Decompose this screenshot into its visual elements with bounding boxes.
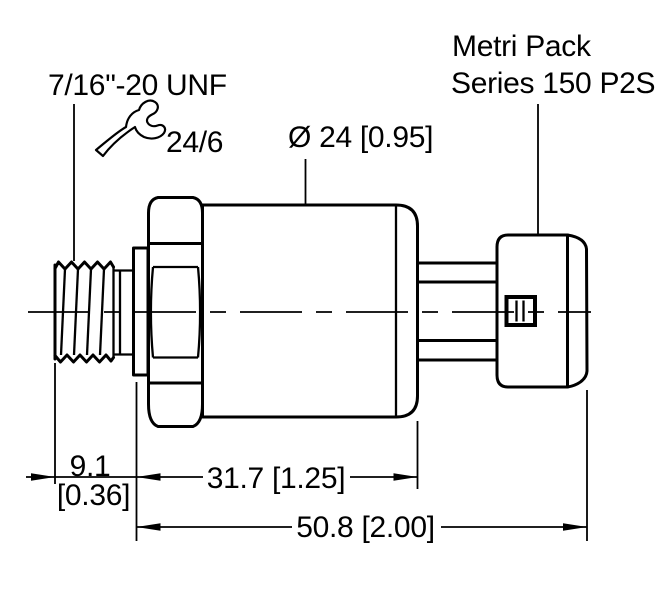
metri-pack-connector [495,233,589,389]
dimension-body-length [136,473,418,481]
thread-top-crests [53,260,115,271]
arrowhead [31,473,55,481]
arrowhead [393,473,418,481]
dim-overall-length: 50.8 [2.00] [296,511,434,544]
dim-body-length: 31.7 [1.25] [207,462,345,495]
connector-latch [504,295,537,327]
wrench-size-label: 24/6 [166,126,223,159]
hex-facet-arc-right [196,266,202,358]
connector-name-line2: Series 150 P2S [451,67,655,100]
leader-lines [73,104,539,261]
thread-spec-label: 7/16"-20 UNF [48,69,227,102]
dim-thread-length-mm: 9.1 [70,450,111,483]
body-diameter-label: Ø 24 [0.95] [288,121,433,154]
dimension-overall-length [136,523,587,531]
extension-lines [54,363,588,541]
body-outline [201,203,419,419]
connector-name-line1: Metri Pack [452,30,592,63]
wrench-icon [94,99,167,158]
connector-cap [566,233,589,389]
thread-bottom-crests [53,353,115,364]
connector-neck [416,261,499,362]
dim-thread-length-inch: [0.36] [57,479,130,512]
sensor-body [201,203,419,419]
arrowhead [563,523,587,531]
dimension-thread-length [26,473,137,481]
